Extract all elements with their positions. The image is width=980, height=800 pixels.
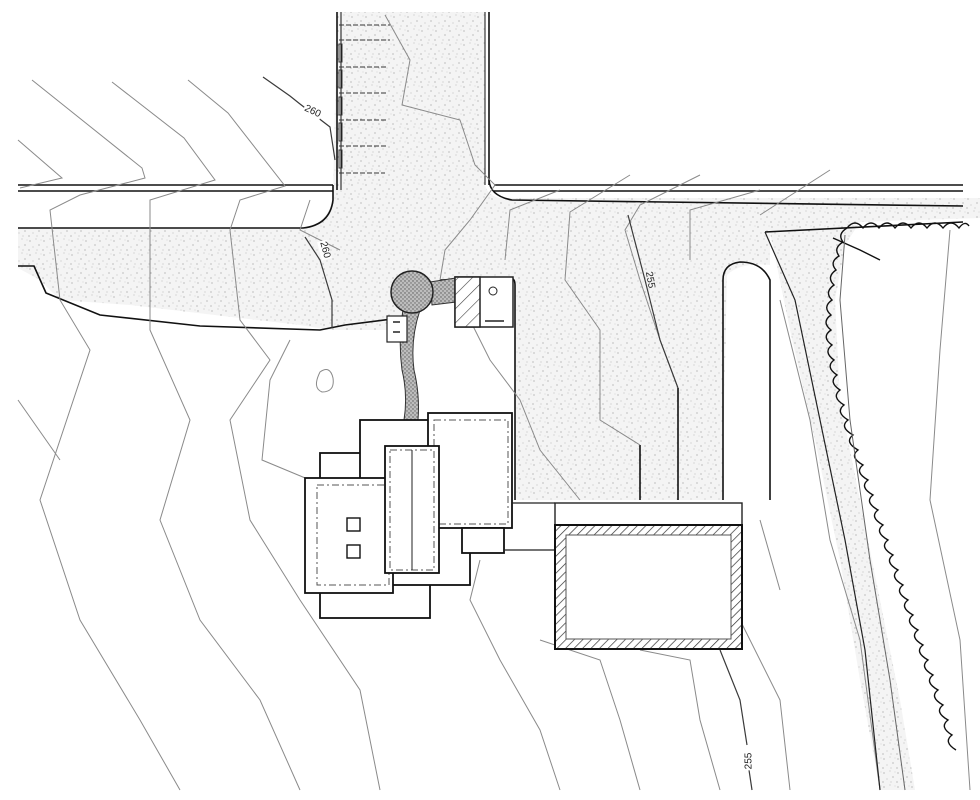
east-path: [770, 222, 915, 790]
pool: [554, 502, 743, 650]
contour-label-255-drive: 255: [642, 270, 657, 290]
skylight-2: [346, 544, 361, 559]
hedge-line: [825, 222, 970, 751]
contour-lines: [17, 14, 971, 791]
path-to-garage: [429, 277, 457, 306]
major-contours: [262, 76, 753, 791]
side-drive: [722, 261, 771, 500]
north-driveway: [18, 12, 980, 500]
garage: [454, 276, 514, 328]
wheel-stops: [338, 43, 343, 169]
house: [304, 412, 555, 619]
turnaround-circle: [390, 270, 434, 314]
east-edges: [764, 231, 906, 791]
parking-stalls: [339, 24, 390, 174]
skylight-1: [346, 517, 361, 532]
contour-label-255-south: 255: [743, 751, 755, 771]
bench: [386, 315, 408, 343]
